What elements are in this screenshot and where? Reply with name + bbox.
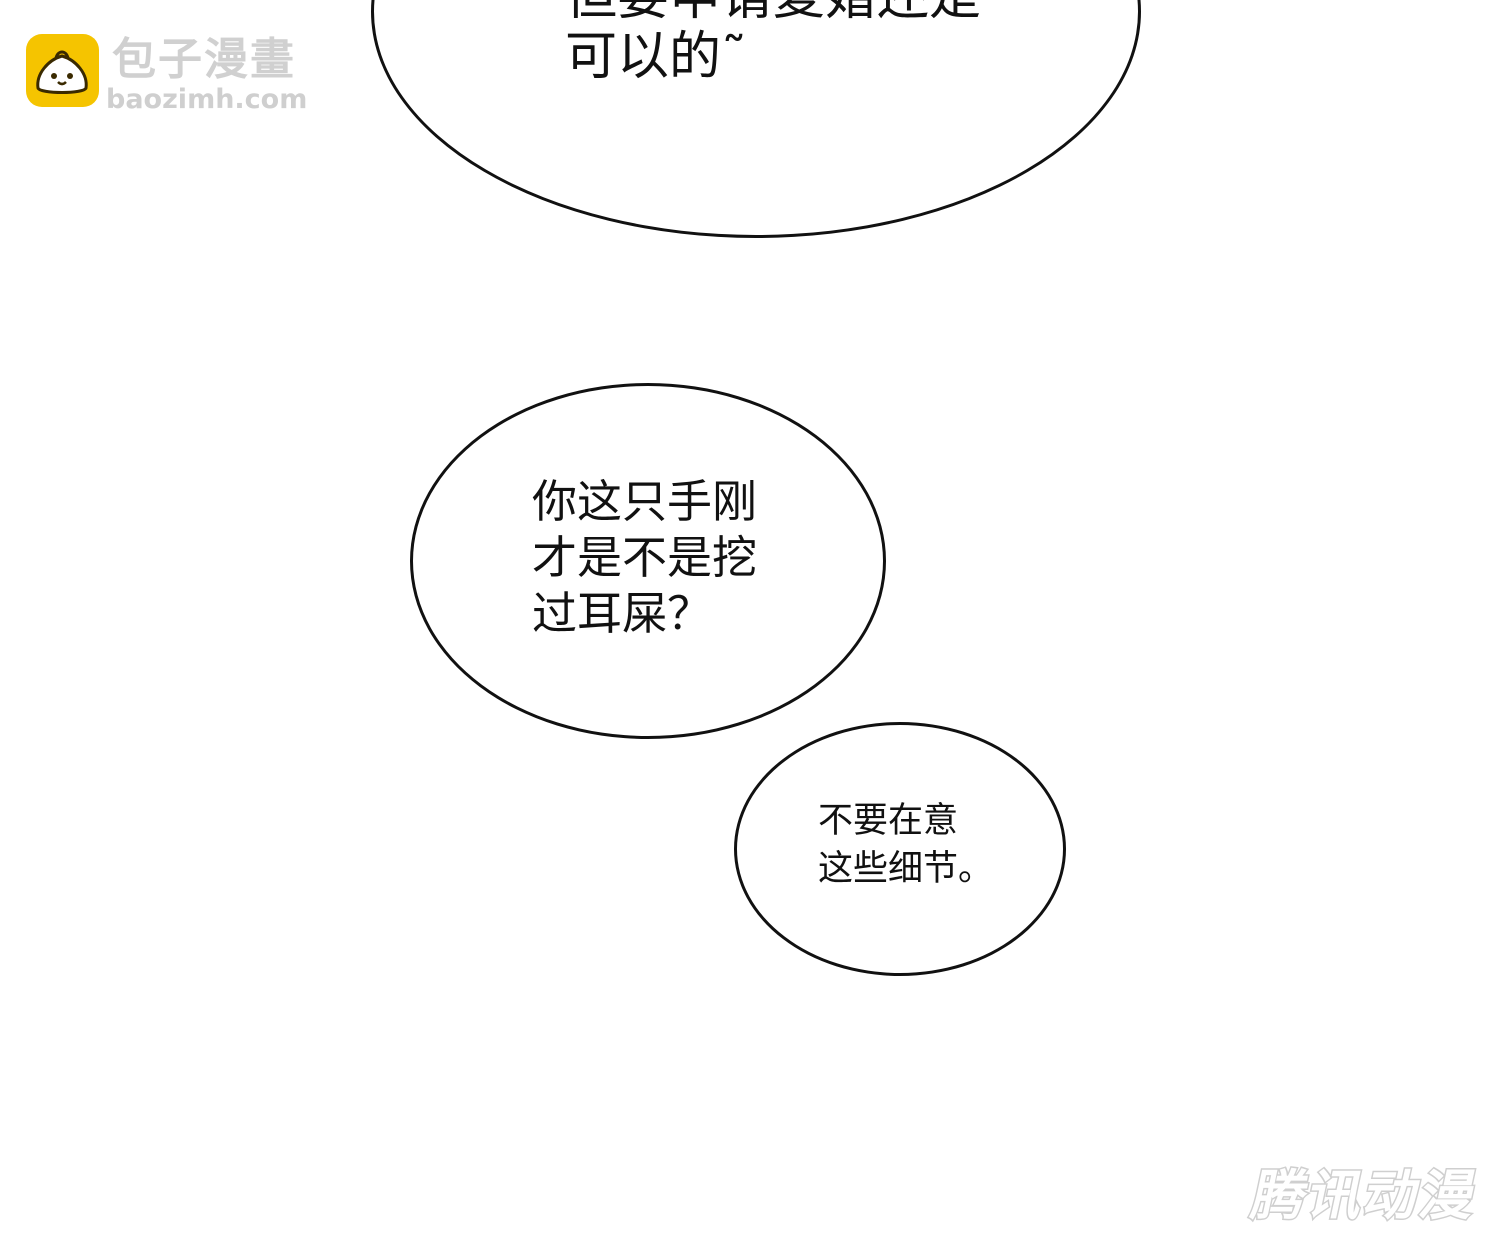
watermark-title: 包子漫畫 <box>112 34 296 85</box>
speech-bubble-top-line1: 但要申请复婚还是 <box>565 0 981 27</box>
watermark-bottom-logo: 腾讯动漫 <box>1243 1158 1485 1228</box>
speech-bubble-top-line2: 可以的˜ <box>565 27 748 87</box>
watermark-bottom-text: 腾讯动漫 <box>1246 1164 1479 1226</box>
bun-face-icon <box>26 34 99 107</box>
speech-bubble-top <box>371 0 1141 238</box>
speech-bubble-lower <box>734 722 1066 976</box>
speech-bubble-middle-text: 你这只手刚 才是不是挖 过耳屎？ <box>532 475 758 640</box>
speech-bubble-middle <box>410 383 886 739</box>
watermark-url: baozimh.com <box>106 84 308 115</box>
speech-bubble-lower-text: 不要在意 这些细节。 <box>818 801 994 889</box>
